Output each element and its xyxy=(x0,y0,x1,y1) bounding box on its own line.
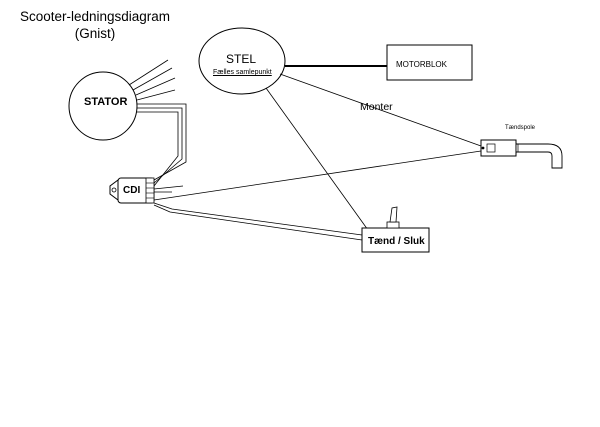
diagram-title: Scooter-ledningsdiagram (Gnist) xyxy=(10,8,180,42)
monter-label: Monter xyxy=(360,101,393,113)
switch-label: Tænd / Sluk xyxy=(368,236,425,247)
stator-circle xyxy=(68,71,138,141)
cdi-coil-wire xyxy=(153,150,482,201)
title-line-2: (Gnist) xyxy=(74,26,116,41)
title-line-1: Scooter-ledningsdiagram xyxy=(19,9,171,24)
stel-coil-wire xyxy=(279,73,482,147)
cdi-stub-wires xyxy=(153,185,184,193)
cdi-switch-wires xyxy=(153,202,363,241)
stator-loose-wires xyxy=(128,59,176,101)
motorblok-label: MOTORBLOK xyxy=(396,60,447,69)
stel-label: STEL xyxy=(226,52,257,66)
cdi-unit xyxy=(109,177,155,204)
stel-ellipse xyxy=(198,27,286,95)
stator-cdi-harness xyxy=(137,103,187,187)
ignition-coil-label: Tændspole xyxy=(505,125,536,131)
stator-label: STATOR xyxy=(84,96,128,108)
switch-unit xyxy=(361,206,430,253)
stel-sublabel: Fælles samlepunkt xyxy=(213,69,272,76)
cdi-label: CDI xyxy=(123,185,141,196)
motorblok-box xyxy=(386,44,473,81)
ignition-coil xyxy=(480,139,563,169)
stel-switch-wire xyxy=(265,87,369,231)
